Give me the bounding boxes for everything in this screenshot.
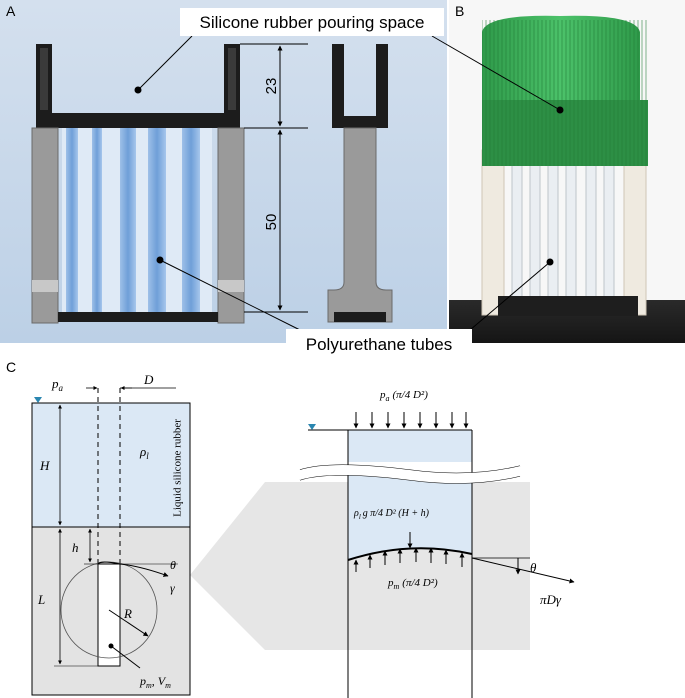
label-pm-vm: pm, Vm xyxy=(139,674,171,690)
mold-cup xyxy=(36,44,240,128)
panel-b: B xyxy=(449,0,685,343)
callout-box-silicone xyxy=(180,8,444,36)
callout-lines xyxy=(137,35,561,331)
dimension-lines xyxy=(240,43,308,313)
panel-a-letter: A xyxy=(6,3,16,19)
left-pin xyxy=(32,280,58,292)
right-post xyxy=(217,127,245,324)
right-level-marker xyxy=(308,424,316,430)
label-top-force: pa(π/4 D²) xyxy=(379,389,428,403)
label-theta-right: θ xyxy=(530,560,537,575)
left-schematic xyxy=(31,386,191,696)
label-rho-l: ρl xyxy=(139,444,149,461)
label-h: h xyxy=(72,540,79,555)
left-post xyxy=(31,127,59,324)
photo-left-post xyxy=(481,149,505,316)
photo-right-post xyxy=(623,149,647,316)
photo-green-mold xyxy=(482,15,648,166)
left-level-marker xyxy=(34,397,42,403)
callout-box-tubes xyxy=(286,329,472,357)
label-gamma: γ xyxy=(170,581,175,595)
label-R: R xyxy=(123,606,132,621)
label-theta-left: θ xyxy=(170,558,176,572)
label-L: L xyxy=(37,592,45,607)
tubes-front xyxy=(62,128,212,314)
right-schematic xyxy=(299,412,575,698)
label-H: H xyxy=(39,458,50,473)
dimension-50: 50 xyxy=(263,214,280,231)
callout-silicone-space: Silicone rubber pouring space xyxy=(200,13,425,32)
label-liquid-silicone-rubber: Liquid silicone rubber xyxy=(172,419,184,517)
top-pressure-arrows xyxy=(353,412,469,429)
right-pin xyxy=(218,280,244,292)
panel-c-letter: C xyxy=(6,359,16,375)
dimension-23: 23 xyxy=(263,78,280,95)
bottom-plate xyxy=(58,312,218,322)
panel-c: C xyxy=(6,359,575,698)
side-view xyxy=(327,44,393,323)
label-pa: pa xyxy=(51,376,64,393)
label-D: D xyxy=(143,372,154,387)
bottom-pressure-arrows xyxy=(353,547,465,572)
panel-a: A xyxy=(0,0,447,343)
panel-b-letter: B xyxy=(455,3,464,19)
label-bottom-force: pm(π/4 D²) xyxy=(387,577,438,591)
callout-polyurethane-tubes: Polyurethane tubes xyxy=(306,335,453,354)
label-tension: πDγ xyxy=(540,592,562,607)
photo-base xyxy=(498,296,638,316)
